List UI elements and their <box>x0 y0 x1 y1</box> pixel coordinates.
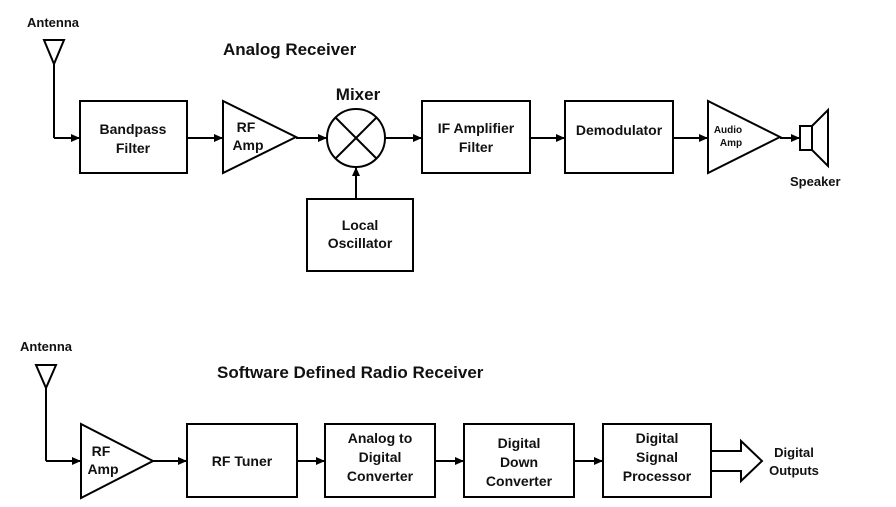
bandpass-filter-block <box>79 100 188 174</box>
sdr-rf-amp-line-2: Amp <box>87 461 118 477</box>
dsp-line-1: Digital <box>636 430 679 446</box>
dsp-line-3: Processor <box>623 468 692 484</box>
local-osc-line-1: Local <box>342 217 379 233</box>
adc-line-2: Digital <box>359 449 402 465</box>
adc-line-1: Analog to <box>348 430 413 446</box>
demodulator-label: Demodulator <box>576 122 663 138</box>
sdr-antenna-label: Antenna <box>20 339 73 354</box>
analog-rf-amp-line-2: Amp <box>232 137 263 153</box>
speaker-icon <box>799 107 829 169</box>
analog-title: Analog Receiver <box>223 40 357 59</box>
sdr-antenna-icon <box>34 364 58 461</box>
dsp-block <box>602 423 712 498</box>
ddc-line-3: Converter <box>486 473 553 489</box>
adc-block <box>324 423 436 498</box>
ddc-line-2: Down <box>500 454 538 470</box>
audio-amp-line-2: Amp <box>720 138 742 149</box>
digital-outputs-arrow-icon <box>710 438 764 484</box>
analog-antenna-icon <box>42 39 66 138</box>
rf-tuner-label: RF Tuner <box>212 453 273 469</box>
bandpass-line-1: Bandpass <box>100 121 167 137</box>
ddc-line-1: Digital <box>498 435 541 451</box>
analog-rf-amp-line-1: RF <box>237 119 256 135</box>
speaker-label: Speaker <box>790 174 841 189</box>
local-osc-line-2: Oscillator <box>328 235 393 251</box>
mixer-block <box>326 108 386 168</box>
adc-line-3: Converter <box>347 468 414 484</box>
ddc-block <box>463 423 575 498</box>
if-amp-line-2: Filter <box>459 139 494 155</box>
sdr-receiver: Software Defined Radio Receiver Antenna … <box>20 339 819 500</box>
audio-amp-block <box>707 99 783 175</box>
outputs-line-1: Digital <box>774 445 814 460</box>
dsp-line-2: Signal <box>636 449 678 465</box>
sdr-rf-amp-block <box>80 422 156 500</box>
if-amplifier-filter-block <box>421 100 531 174</box>
analog-antenna-label: Antenna <box>27 15 80 30</box>
sdr-rf-amp-line-1: RF <box>92 443 111 459</box>
analog-receiver: Analog Receiver Antenna Bandpass Filter … <box>27 15 841 272</box>
rf-tuner-block <box>186 423 298 498</box>
bandpass-line-2: Filter <box>116 140 151 156</box>
analog-rf-amp-block <box>222 99 299 175</box>
outputs-line-2: Outputs <box>769 463 819 478</box>
audio-amp-line-1: Audio <box>714 125 742 136</box>
if-amp-line-1: IF Amplifier <box>438 120 515 136</box>
mixer-label: Mixer <box>336 85 381 104</box>
local-oscillator-block <box>306 198 414 272</box>
sdr-title: Software Defined Radio Receiver <box>217 363 484 382</box>
